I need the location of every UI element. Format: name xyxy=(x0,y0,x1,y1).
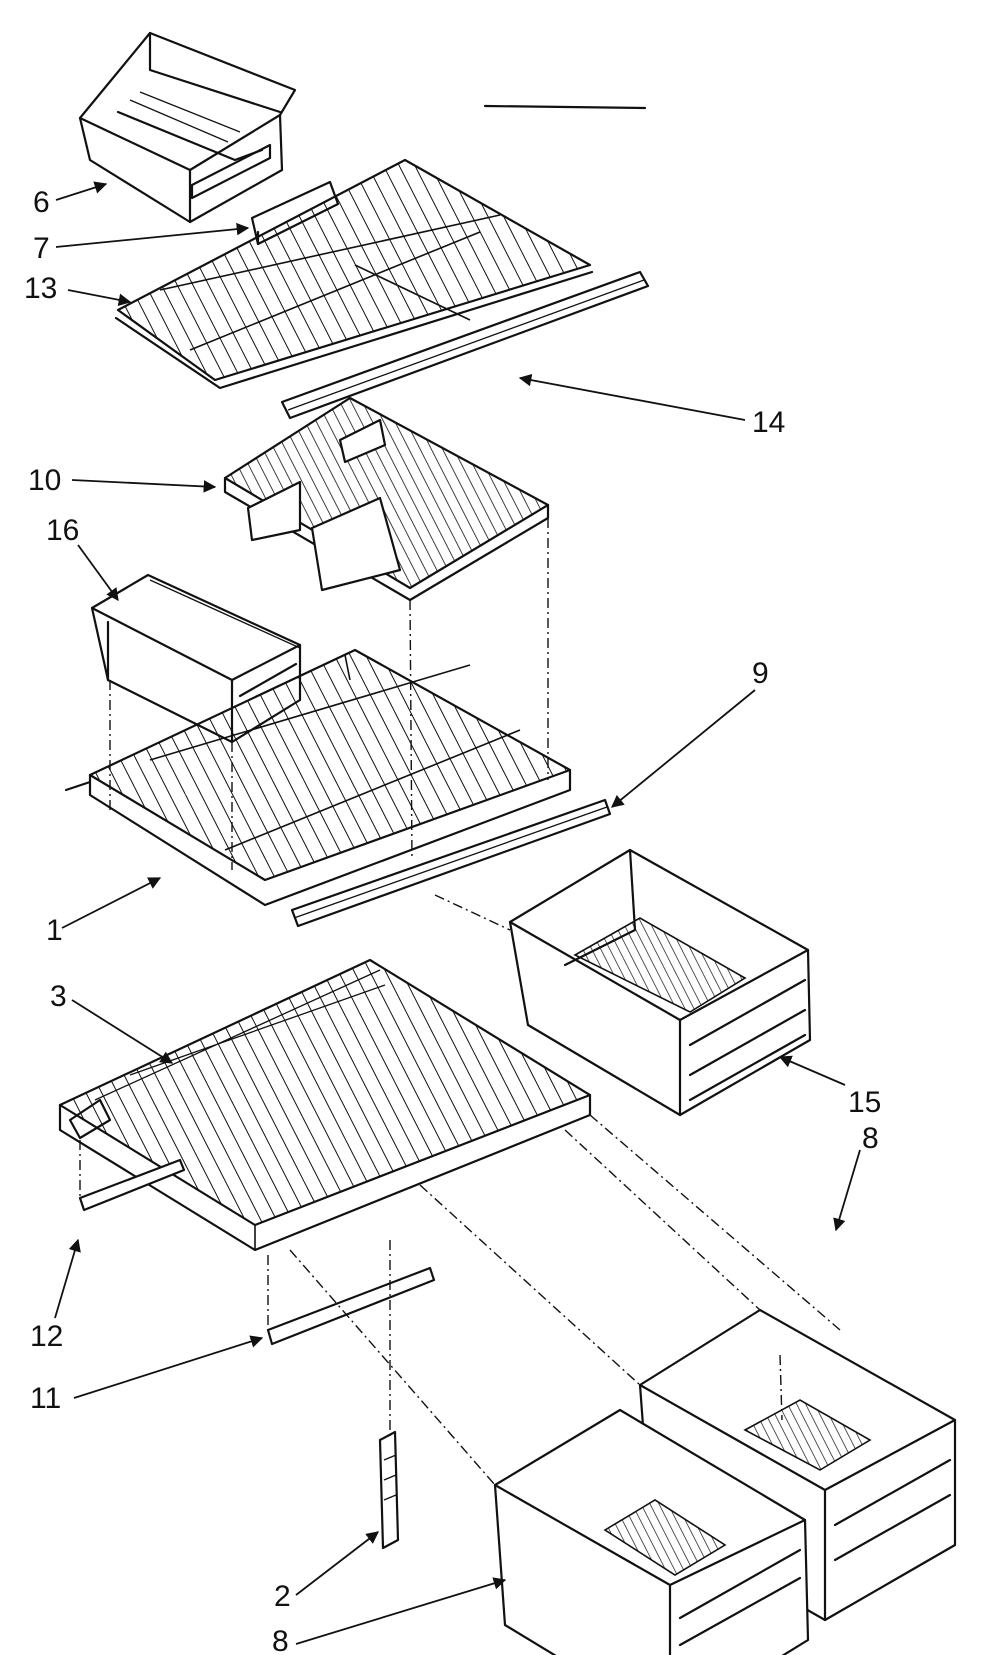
callout-labels: 6 7 13 14 10 16 9 1 3 15 8 12 11 2 8 xyxy=(24,186,881,1655)
part-3-crisper-cover xyxy=(58,958,592,1252)
leader-lines xyxy=(54,181,861,1645)
callout-14: 14 xyxy=(752,406,785,439)
part-2-bracket xyxy=(378,1430,400,1550)
callout-13: 13 xyxy=(24,272,57,305)
part-6-door-bin xyxy=(78,31,297,224)
header-rule xyxy=(483,104,647,110)
callout-9: 9 xyxy=(752,657,769,690)
callout-8-lower: 8 xyxy=(272,1625,289,1655)
part-11-rail xyxy=(266,1266,436,1346)
callout-11: 11 xyxy=(30,1382,61,1415)
callout-6: 6 xyxy=(33,186,50,219)
part-12-rail xyxy=(78,1158,186,1212)
callout-3: 3 xyxy=(50,980,67,1013)
callout-1: 1 xyxy=(46,914,63,947)
assembly-lines xyxy=(79,518,841,1486)
part-15-crisper xyxy=(508,848,812,1117)
callout-12: 12 xyxy=(30,1320,63,1353)
part-8-drawer-left xyxy=(493,1408,810,1655)
callout-15: 15 xyxy=(848,1086,881,1119)
part-9-rail xyxy=(290,798,612,928)
callout-7: 7 xyxy=(33,232,50,265)
callout-16: 16 xyxy=(46,514,79,547)
callout-8-upper: 8 xyxy=(862,1122,879,1155)
part-10-shelf xyxy=(223,396,550,602)
part-1-main-shelf xyxy=(64,648,572,907)
part-13-wire-shelf xyxy=(114,158,594,390)
part-14-rail xyxy=(280,270,650,420)
callout-10: 10 xyxy=(28,464,61,497)
callout-2: 2 xyxy=(274,1580,291,1613)
